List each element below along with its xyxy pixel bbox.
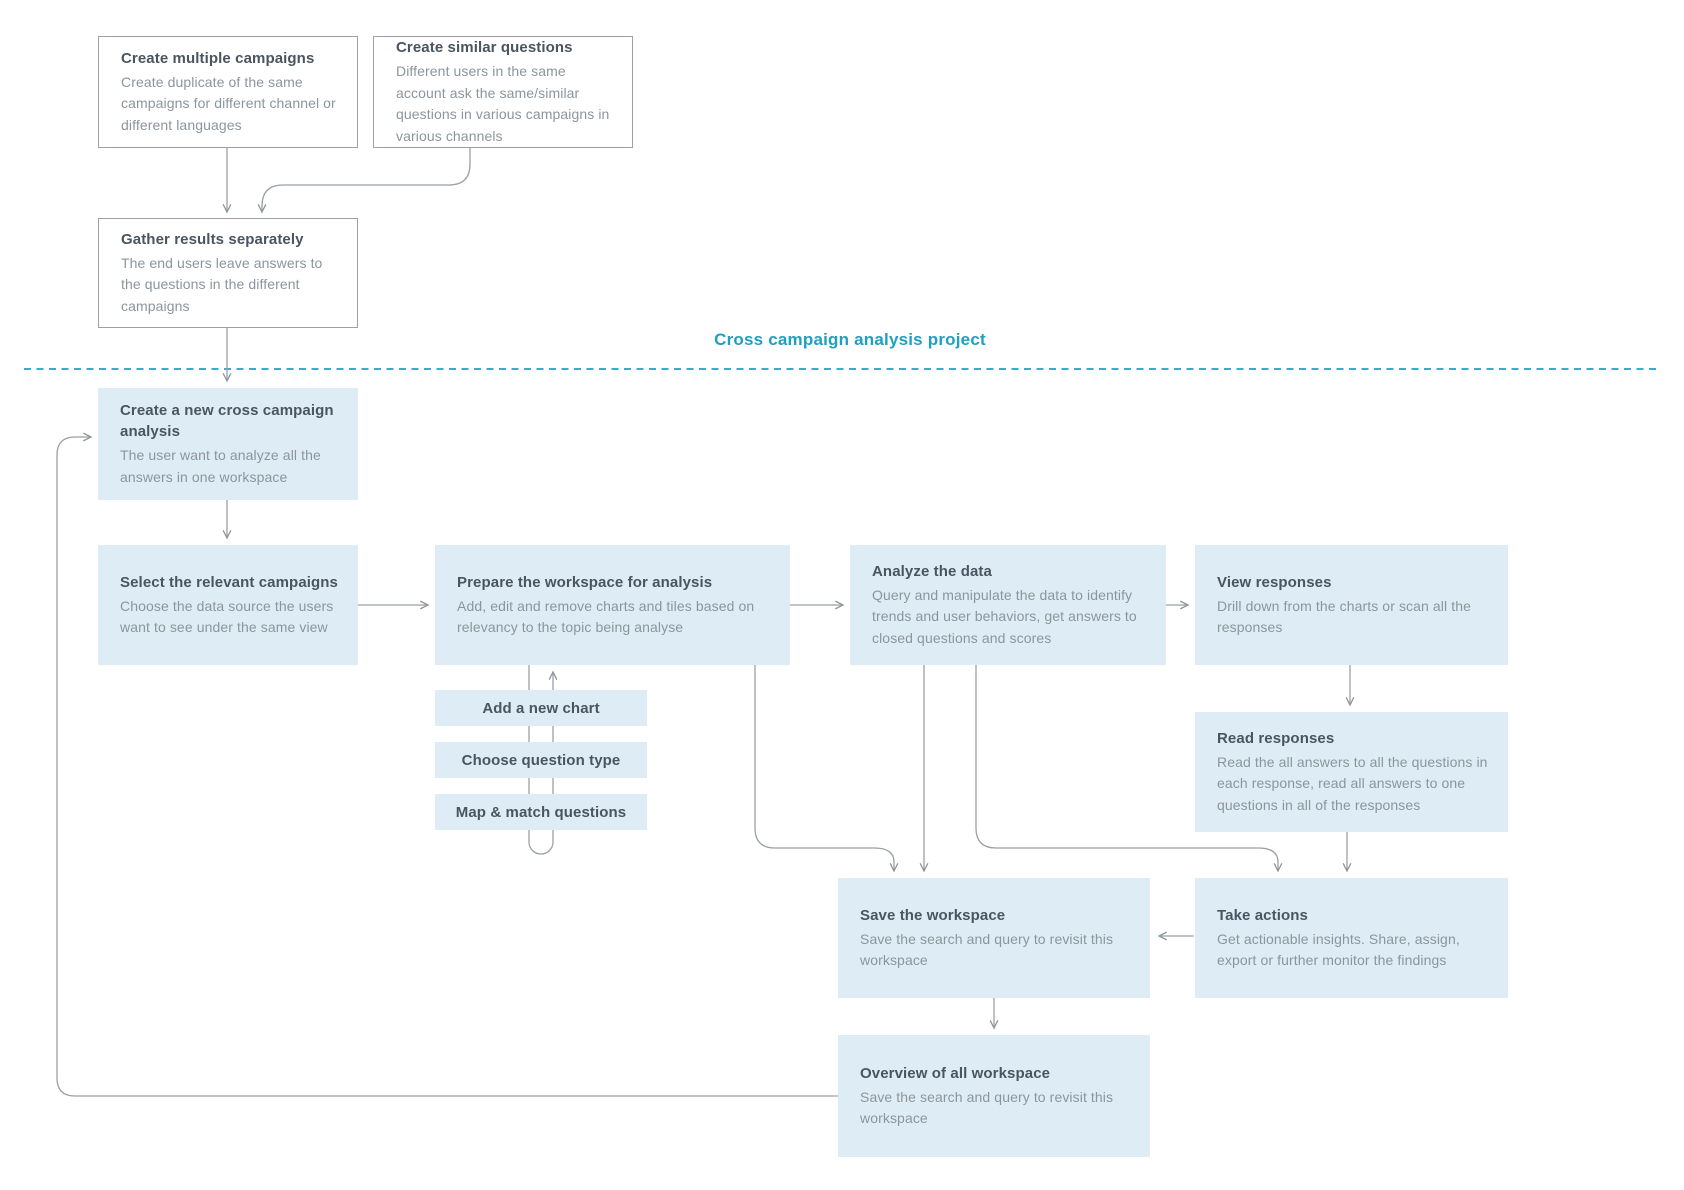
node-map-match-questions: Map & match questions [435,794,647,830]
node-title: Gather results separately [121,230,304,248]
node-body: Create duplicate of the same campaigns f… [121,73,336,133]
node-title: Overview of all workspace [860,1064,1051,1082]
node-save-workspace: Save the workspace Save the search and q… [838,878,1150,998]
node-gather-results: Gather results separately The end users … [98,218,358,328]
node-title: Create multiple campaigns [121,49,315,67]
node-analyze-data: Analyze the data Query and manipulate th… [850,545,1166,665]
node-body: Read the all answers to all the question… [1217,753,1488,813]
node-take-actions: Take actions Get actionable insights. Sh… [1195,878,1508,998]
node-body: Add, edit and remove charts and tiles ba… [457,597,755,636]
connector-arrows [56,148,1355,1097]
node-title: Create a new cross campaign analysis [120,402,334,440]
node-create-similar-questions: Create similar questions Different users… [373,36,633,148]
node-title: Read responses [1217,729,1335,747]
node-body: Save the search and query to revisit thi… [860,930,1114,969]
node-view-responses: View responses Drill down from the chart… [1195,545,1508,665]
node-title: View responses [1217,573,1332,591]
node-create-new-analysis: Create a new cross campaign analysis The… [98,388,358,500]
node-body: Drill down from the charts or scan all t… [1217,597,1471,636]
node-body: Save the search and query to revisit thi… [860,1088,1114,1127]
node-choose-question-type: Choose question type [435,742,647,778]
node-title: Prepare the workspace for analysis [457,573,713,591]
node-create-multiple-campaigns: Create multiple campaigns Create duplica… [98,36,358,148]
node-read-responses: Read responses Read the all answers to a… [1195,712,1508,832]
node-body: Different users in the same account ask … [396,63,610,144]
node-overview-workspace: Overview of all workspace Save the searc… [838,1035,1150,1157]
node-body: Choose the data source the users want to… [120,597,334,636]
node-body: The end users leave answers to the quest… [121,254,323,314]
node-body: Query and manipulate the data to identif… [872,586,1137,646]
node-body: Get actionable insights. Share, assign, … [1217,930,1460,969]
node-title: Save the workspace [860,906,1006,924]
section-title: Cross campaign analysis project [714,330,986,349]
node-title: Take actions [1217,906,1308,924]
node-add-new-chart: Add a new chart [435,690,647,726]
node-title: Create similar questions [396,39,573,56]
node-prepare-workspace: Prepare the workspace for analysis Add, … [435,545,790,665]
node-title: Select the relevant campaigns [120,573,338,591]
node-select-campaigns: Select the relevant campaigns Choose the… [98,545,358,665]
node-body: The user want to analyze all the answers… [120,447,321,485]
node-title: Analyze the data [872,562,992,580]
